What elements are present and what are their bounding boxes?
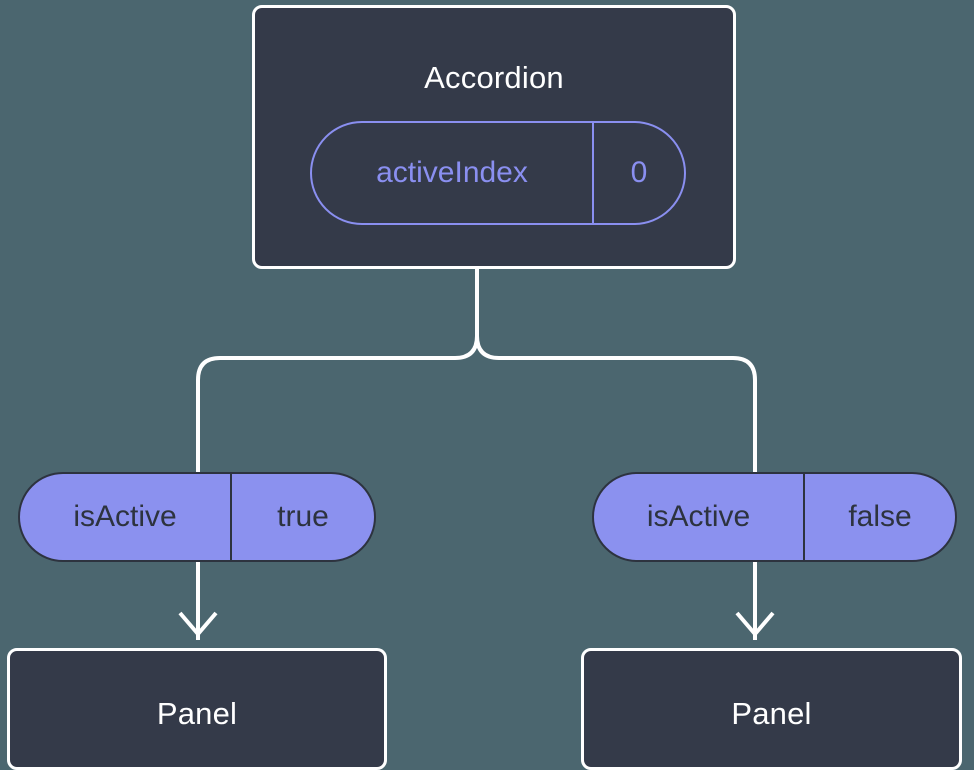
node-accordion[interactable]: Accordion activeIndex 0	[252, 5, 736, 269]
prop-pill-is-active-false-key: isActive	[594, 474, 805, 560]
prop-pill-is-active-false[interactable]: isActive false	[592, 472, 957, 562]
edge-accordion-to-branches	[196, 267, 479, 476]
state-pill-active-index[interactable]: activeIndex 0	[310, 121, 686, 225]
prop-pill-is-active-true[interactable]: isActive true	[18, 472, 376, 562]
arrowhead-left-icon	[178, 611, 218, 638]
state-pill-active-index-value: 0	[630, 156, 648, 189]
node-panel-left[interactable]: Panel	[7, 648, 387, 770]
prop-pill-is-active-true-key: isActive	[20, 474, 232, 560]
state-pill-active-index-key: activeIndex	[312, 123, 594, 223]
arrowhead-right-icon	[735, 611, 775, 638]
node-panel-right[interactable]: Panel	[581, 648, 962, 770]
prop-pill-is-active-false-value: false	[848, 500, 912, 533]
edge-accordion-to-branch-right	[475, 267, 757, 476]
node-panel-left-title: Panel	[156, 696, 238, 731]
prop-pill-is-active-true-value: true	[277, 500, 329, 533]
node-panel-right-title: Panel	[731, 696, 812, 731]
node-accordion-title: Accordion	[424, 60, 564, 95]
